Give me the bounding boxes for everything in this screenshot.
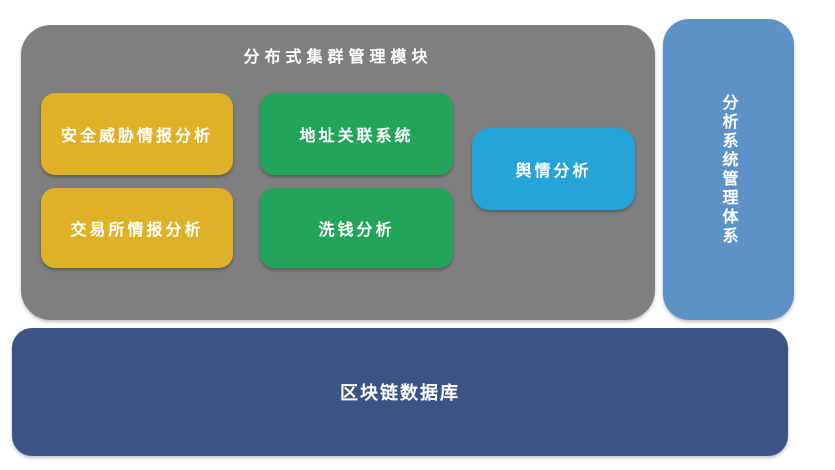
box-public-opinion-analysis: 舆情分析 (472, 128, 635, 210)
analysis-system-management-sidebar: 分析系统管理体系 (663, 19, 794, 320)
box-security-threat-intel-analysis: 安全威胁情报分析 (41, 93, 233, 175)
box-label: 交易所情报分析 (70, 220, 204, 239)
blockchain-database-bar: 区块链数据库 (12, 328, 788, 456)
box-label: 安全威胁情报分析 (60, 126, 213, 145)
database-label: 区块链数据库 (340, 383, 460, 404)
box-label: 洗钱分析 (318, 220, 395, 239)
sidebar-label: 分析系统管理体系 (719, 93, 739, 246)
cluster-management-container: 分布式集群管理模块 安全威胁情报分析 地址关联系统 交易所情报分析 洗钱分析 舆… (21, 25, 655, 320)
cluster-title: 分布式集群管理模块 (243, 47, 433, 66)
box-label: 地址关联系统 (299, 126, 414, 145)
box-money-laundering-analysis: 洗钱分析 (260, 188, 453, 268)
box-address-association-system: 地址关联系统 (260, 93, 453, 175)
box-label: 舆情分析 (515, 161, 592, 180)
box-exchange-intel-analysis: 交易所情报分析 (41, 188, 233, 268)
